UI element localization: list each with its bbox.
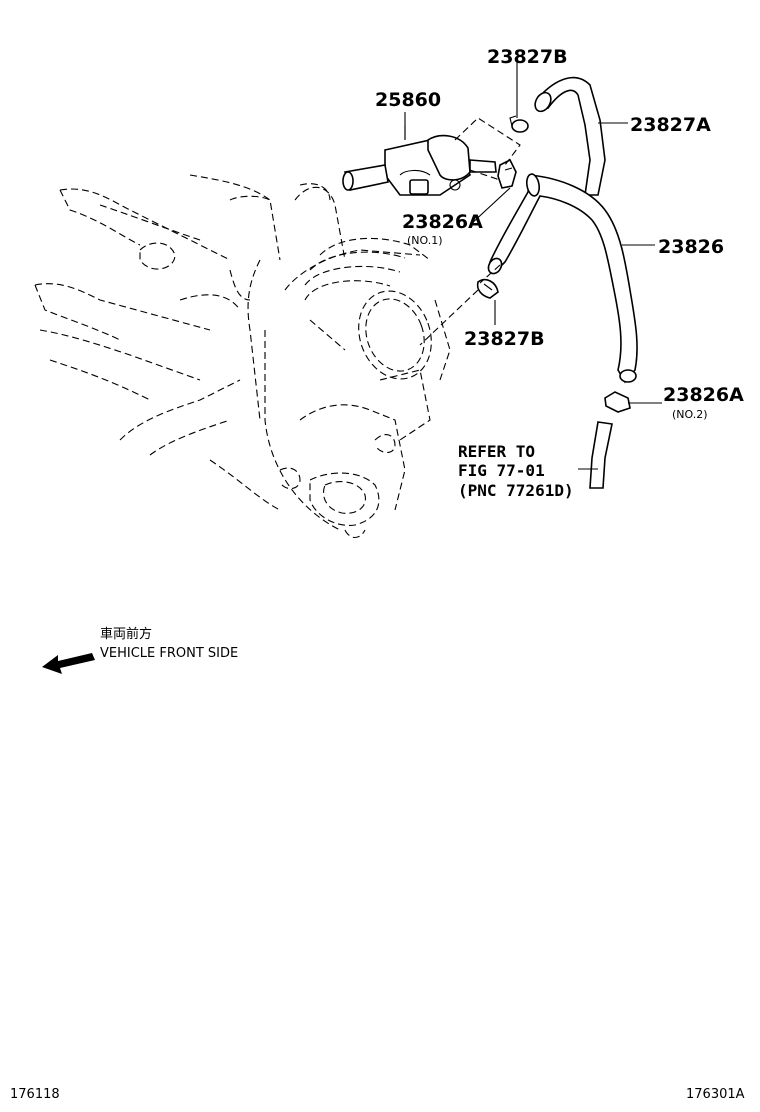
label-23826A-no2-sub: (NO.2) bbox=[672, 408, 708, 421]
label-23827A: 23827A bbox=[630, 114, 711, 136]
clamp-23826A-no2 bbox=[604, 391, 631, 413]
label-23827B-top: 23827B bbox=[487, 46, 568, 68]
clamp-23827B-mid bbox=[476, 278, 499, 299]
label-23827B-mid: 23827B bbox=[464, 328, 545, 350]
label-23826A-no1: 23826A bbox=[402, 211, 483, 233]
refer-line-2: FIG 77-01 bbox=[458, 461, 545, 480]
label-23826A-no1-sub: (NO.1) bbox=[407, 234, 443, 247]
front-arrow-icon bbox=[42, 653, 95, 674]
clamp-23826A-no1 bbox=[497, 158, 517, 189]
vsv-valve-25860 bbox=[342, 125, 497, 196]
hose-23826 bbox=[487, 173, 638, 384]
engine-outline bbox=[34, 174, 451, 539]
leader-lines bbox=[404, 62, 662, 470]
label-23826A-no2: 23826A bbox=[663, 384, 744, 406]
hose-23827A bbox=[534, 76, 606, 196]
label-23826: 23826 bbox=[658, 236, 724, 258]
direction-label-jp: 車両前方 bbox=[100, 626, 152, 642]
clamp-23827B-top bbox=[509, 115, 529, 133]
refer-line-1: REFER TO bbox=[458, 442, 535, 461]
footer-code-right: 176301A bbox=[686, 1087, 745, 1102]
label-25860: 25860 bbox=[375, 89, 441, 111]
refer-line-3: (PNC 77261D) bbox=[458, 481, 574, 500]
footer-code-left: 176118 bbox=[10, 1087, 60, 1102]
connection-dashes bbox=[419, 117, 521, 346]
lower-pipe bbox=[589, 421, 613, 489]
direction-label-en: VEHICLE FRONT SIDE bbox=[100, 646, 238, 661]
